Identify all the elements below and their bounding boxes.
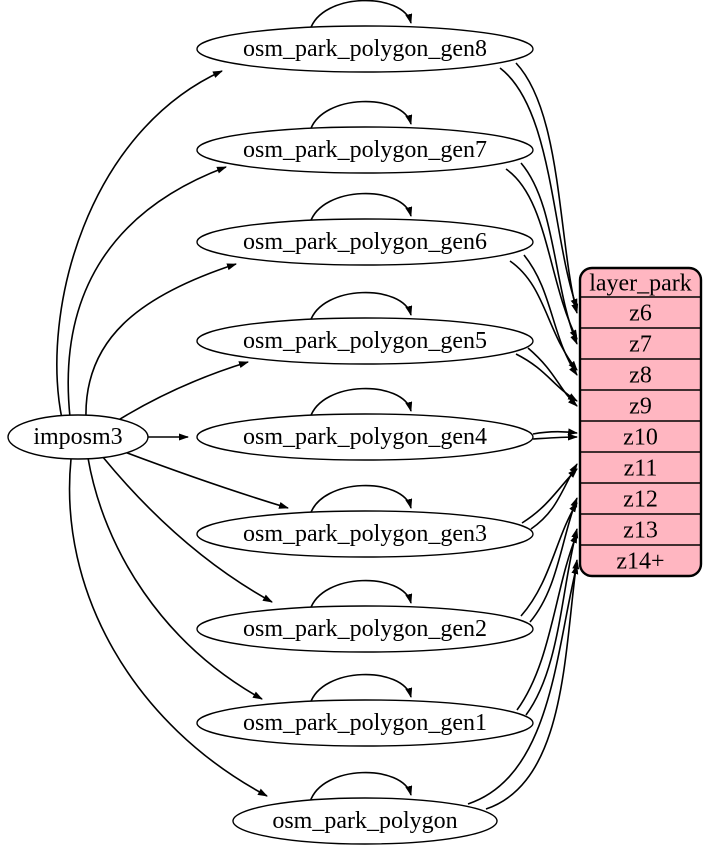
table-node-label: osm_park_polygon_gen5 xyxy=(243,328,487,354)
table-node-label: osm_park_polygon_gen7 xyxy=(243,137,487,163)
zoom-row-label: z11 xyxy=(624,456,658,482)
edge-table-to-zoom xyxy=(523,254,578,376)
table-node-ellipse xyxy=(196,218,534,266)
table-node: osm_park_polygon_gen7 xyxy=(196,126,534,174)
layer-table-box xyxy=(578,266,703,578)
edge-table-to-zoom xyxy=(485,559,580,810)
zoom-row-label: z13 xyxy=(623,518,658,544)
table-node-ellipse xyxy=(196,126,534,174)
zoom-row-label: z9 xyxy=(629,394,652,420)
table-node-ellipse xyxy=(196,605,534,653)
zoom-row-label: z14+ xyxy=(616,549,664,575)
table-node-ellipse xyxy=(196,25,534,73)
edge-self-loop xyxy=(309,192,413,224)
table-node: osm_park_polygon xyxy=(232,797,498,845)
edge-table-to-zoom xyxy=(520,162,578,345)
source-node-ellipse xyxy=(7,414,149,460)
table-node-ellipse xyxy=(196,699,534,747)
edge-source-to-table xyxy=(87,457,263,700)
zoom-row-label: z7 xyxy=(629,332,652,358)
edge-source-to-table xyxy=(68,458,268,797)
zoom-row-label: z8 xyxy=(629,363,652,389)
source-node-label: imposm3 xyxy=(33,424,122,450)
table-node-label: osm_park_polygon_gen6 xyxy=(243,229,487,255)
table-node: osm_park_polygon_gen1 xyxy=(196,699,534,747)
table-node: osm_park_polygon_gen8 xyxy=(196,25,534,73)
edge-self-loop xyxy=(309,771,413,803)
edge-self-loop xyxy=(309,0,413,31)
edge-source-to-table xyxy=(111,361,249,425)
edge-self-loop xyxy=(309,100,413,132)
layer-table-header: layer_park xyxy=(589,271,692,297)
edge-source-to-table xyxy=(56,70,223,420)
edge-source-to-table xyxy=(85,263,237,419)
table-node-label: osm_park_polygon_gen4 xyxy=(243,424,487,450)
edge-table-to-zoom xyxy=(520,502,578,617)
table-node-label: osm_park_polygon_gen1 xyxy=(243,710,487,736)
edge-table-to-zoom xyxy=(515,62,579,314)
table-node-ellipse xyxy=(196,413,534,461)
edge-table-to-zoom xyxy=(532,428,578,436)
edge-table-to-zoom xyxy=(527,347,578,407)
edge-self-loop xyxy=(309,484,413,516)
table-node: osm_park_polygon_gen3 xyxy=(196,510,534,558)
edge-table-to-zoom xyxy=(499,67,578,309)
edge-table-to-zoom xyxy=(529,497,578,623)
table-node: osm_park_polygon_gen2 xyxy=(196,605,534,653)
table-node-ellipse xyxy=(196,317,534,365)
table-node-label: osm_park_polygon_gen2 xyxy=(243,616,487,642)
table-node: osm_park_polygon_gen6 xyxy=(196,218,534,266)
edge-table-to-zoom xyxy=(515,353,578,402)
edge-source-to-table xyxy=(121,450,289,509)
edges-layer xyxy=(56,0,580,810)
table-node-label: osm_park_polygon xyxy=(272,808,457,834)
edge-self-loop xyxy=(309,387,413,419)
table-node-label: osm_park_polygon_gen8 xyxy=(243,36,487,62)
table-node-ellipse xyxy=(232,797,498,845)
edge-source-to-table xyxy=(67,166,227,418)
table-node: osm_park_polygon_gen4 xyxy=(196,413,534,461)
zoom-row-label: z12 xyxy=(623,487,658,513)
edge-table-to-zoom xyxy=(516,533,578,711)
edge-self-loop xyxy=(309,579,413,611)
source-node-imposm3: imposm3 xyxy=(7,414,149,460)
zoom-row-label: z10 xyxy=(623,425,658,451)
table-node: osm_park_polygon_gen5 xyxy=(196,317,534,365)
layer-table: layer_park z6 z7 z8 z9 z10 z11 z12 z13 z14+ xyxy=(578,266,703,578)
edge-table-to-zoom xyxy=(532,433,578,441)
edge-table-to-zoom xyxy=(525,528,579,716)
edge-table-to-zoom xyxy=(467,564,579,805)
edge-source-to-table xyxy=(101,455,273,603)
edge-table-to-zoom xyxy=(521,468,578,524)
nodes-layer: imposm3 osm_park_polygon_gen8 osm_park_pol… xyxy=(7,25,703,845)
edge-self-loop xyxy=(309,291,413,323)
edge-table-to-zoom xyxy=(530,463,578,530)
zoom-row-label: z6 xyxy=(629,301,652,327)
edge-self-loop xyxy=(309,673,413,705)
table-node-ellipse xyxy=(196,510,534,558)
table-node-label: osm_park_polygon_gen3 xyxy=(243,521,487,547)
